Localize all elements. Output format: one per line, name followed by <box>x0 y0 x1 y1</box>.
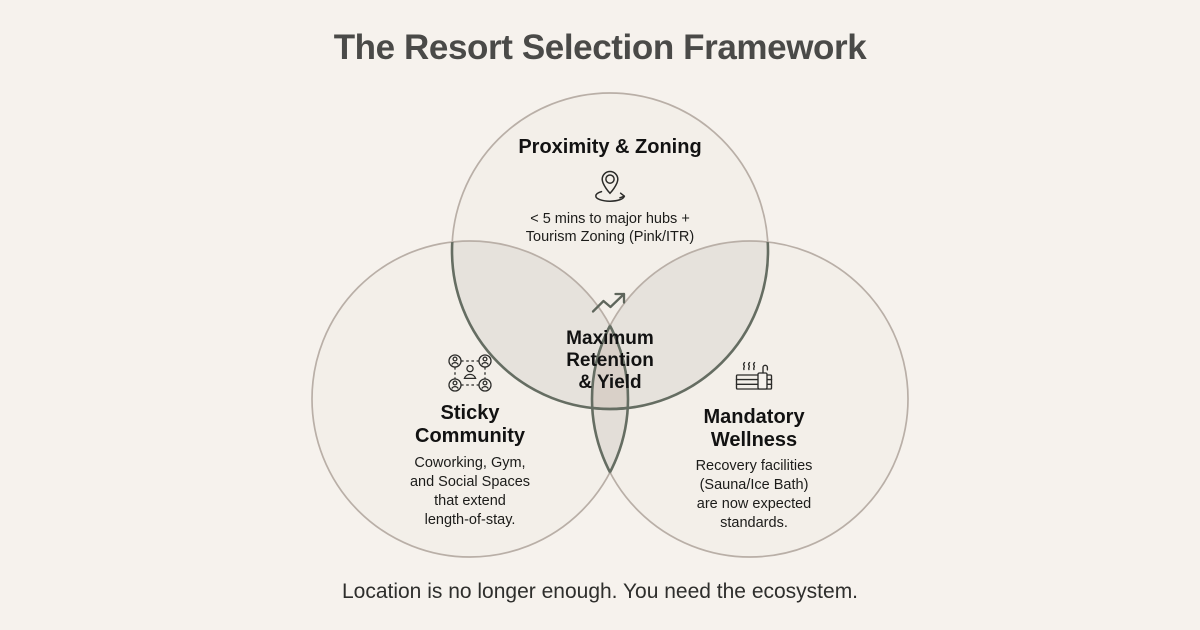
node-title-wellness: Mandatory Wellness <box>641 406 867 451</box>
node-title-line: Sticky <box>440 402 500 424</box>
node-description-community: Coworking, Gym, and Social Spaces that e… <box>355 454 585 529</box>
node-title-line: Community <box>415 424 525 447</box>
venn-accent-top-arc <box>450 241 770 411</box>
node-desc-line: length-of-stay. <box>424 511 516 528</box>
trending-up-icon <box>591 292 626 313</box>
node-title-line: Wellness <box>710 428 798 451</box>
node-desc-line: (Sauna/Ice Bath) <box>699 477 809 494</box>
node-description-proximity: < 5 mins to major hubs + Tourism Zoning … <box>430 210 790 248</box>
node-desc-line: standards. <box>720 514 788 531</box>
venn-accent-lens <box>590 241 630 557</box>
node-title-line: Maximum <box>566 328 654 349</box>
node-desc-line: Recovery facilities <box>695 458 813 475</box>
venn-node-proximity: Proximity & Zoning < 5 mins to major hub… <box>430 136 790 247</box>
sauna-icon <box>735 361 773 390</box>
node-desc-line: are now expected <box>696 495 812 512</box>
node-title-line: Mandatory <box>703 406 805 428</box>
community-network-icon <box>448 354 492 392</box>
node-title-community: Sticky Community <box>355 402 585 447</box>
map-pin-icon <box>595 170 626 202</box>
page-title: The Resort Selection Framework <box>333 28 867 67</box>
node-title-center: Maximum Retention & Yield <box>530 328 690 394</box>
node-title-line: Retention <box>566 350 654 372</box>
node-desc-line: Tourism Zoning (Pink/ITR) <box>525 229 695 246</box>
node-title-proximity: Proximity & Zoning <box>518 136 702 158</box>
node-desc-line: Coworking, Gym, <box>414 455 526 472</box>
node-description-wellness: Recovery facilities (Sauna/Ice Bath) are… <box>641 457 867 532</box>
node-desc-line: and Social Spaces <box>409 474 531 491</box>
node-desc-line: that extend <box>434 492 506 509</box>
venn-node-center: Maximum Retention & Yield <box>530 290 690 394</box>
footer-caption: Location is no longer enough. You need t… <box>341 580 859 603</box>
node-title-line: & Yield <box>578 372 642 394</box>
venn-node-wellness: Mandatory Wellness Recovery facilities (… <box>641 358 867 533</box>
venn-node-community: Sticky Community Coworking, Gym, and Soc… <box>355 352 585 530</box>
node-desc-line: < 5 mins to major hubs + <box>530 210 690 227</box>
